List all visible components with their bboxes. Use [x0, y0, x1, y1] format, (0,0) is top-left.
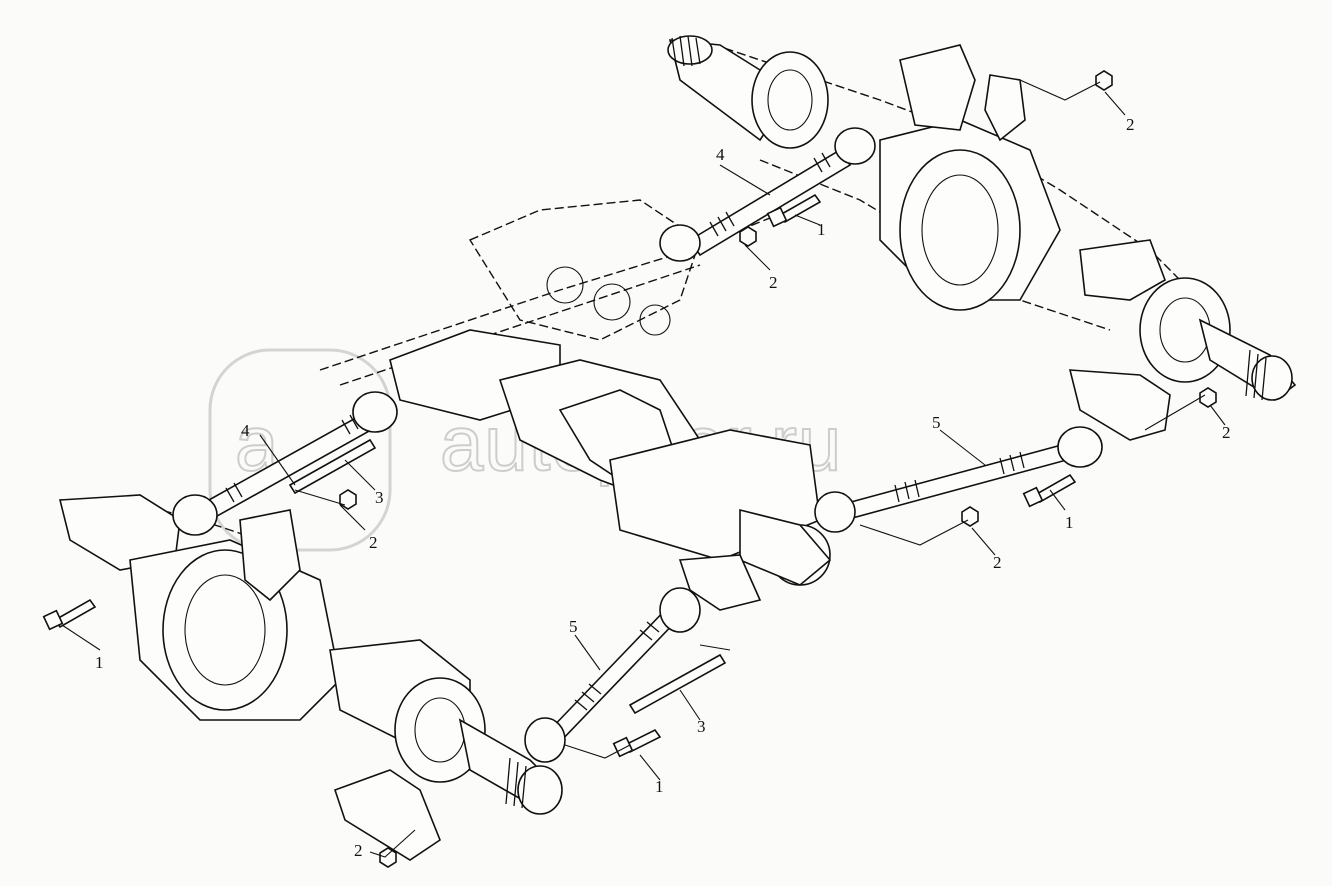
pin-left [288, 438, 377, 495]
rear-axle-housing [667, 35, 1297, 441]
nut-2 [739, 226, 757, 247]
bolt-left [42, 598, 97, 631]
pin-lower [628, 653, 727, 715]
chassis-frame [319, 199, 832, 611]
reaction-rod-upper [659, 127, 876, 262]
label-rod-2: 4 [241, 421, 250, 440]
label-lateral-1: 5 [932, 413, 941, 432]
label-bolt-3: 1 [95, 653, 104, 672]
label-bolt-1: 1 [817, 220, 826, 239]
lateral-rod-right [814, 426, 1103, 533]
nut-1 [1095, 70, 1113, 91]
leader-lines [61, 79, 1226, 858]
label-nut-1: 2 [1126, 115, 1135, 134]
label-bolt-4: 1 [655, 777, 664, 796]
bolt-upper [766, 193, 822, 228]
bolt-right [1022, 473, 1077, 508]
nut-4 [1199, 387, 1217, 408]
label-nut-5: 2 [993, 553, 1002, 572]
label-bolt-2: 1 [1065, 513, 1074, 532]
nut-6 [379, 847, 397, 868]
label-nut-2: 2 [769, 273, 778, 292]
label-nut-4: 2 [1222, 423, 1231, 442]
label-pin-2: 3 [697, 717, 706, 736]
reaction-rod-lower [172, 391, 398, 536]
label-nut-6: 2 [354, 841, 363, 860]
label-lateral-2: 5 [569, 617, 578, 636]
label-rod-1: 4 [716, 145, 725, 164]
nut-5 [961, 506, 979, 527]
nut-3 [339, 489, 357, 510]
part-labels: 1 1 1 1 2 2 2 2 2 2 3 3 4 4 5 5 [95, 115, 1231, 860]
front-axle-housing [58, 494, 563, 861]
label-pin-1: 3 [375, 488, 384, 507]
label-nut-3: 2 [369, 533, 378, 552]
bolt-lower [612, 728, 662, 758]
lateral-rod-lower [524, 587, 701, 763]
watermark-logo-box [208, 348, 392, 552]
